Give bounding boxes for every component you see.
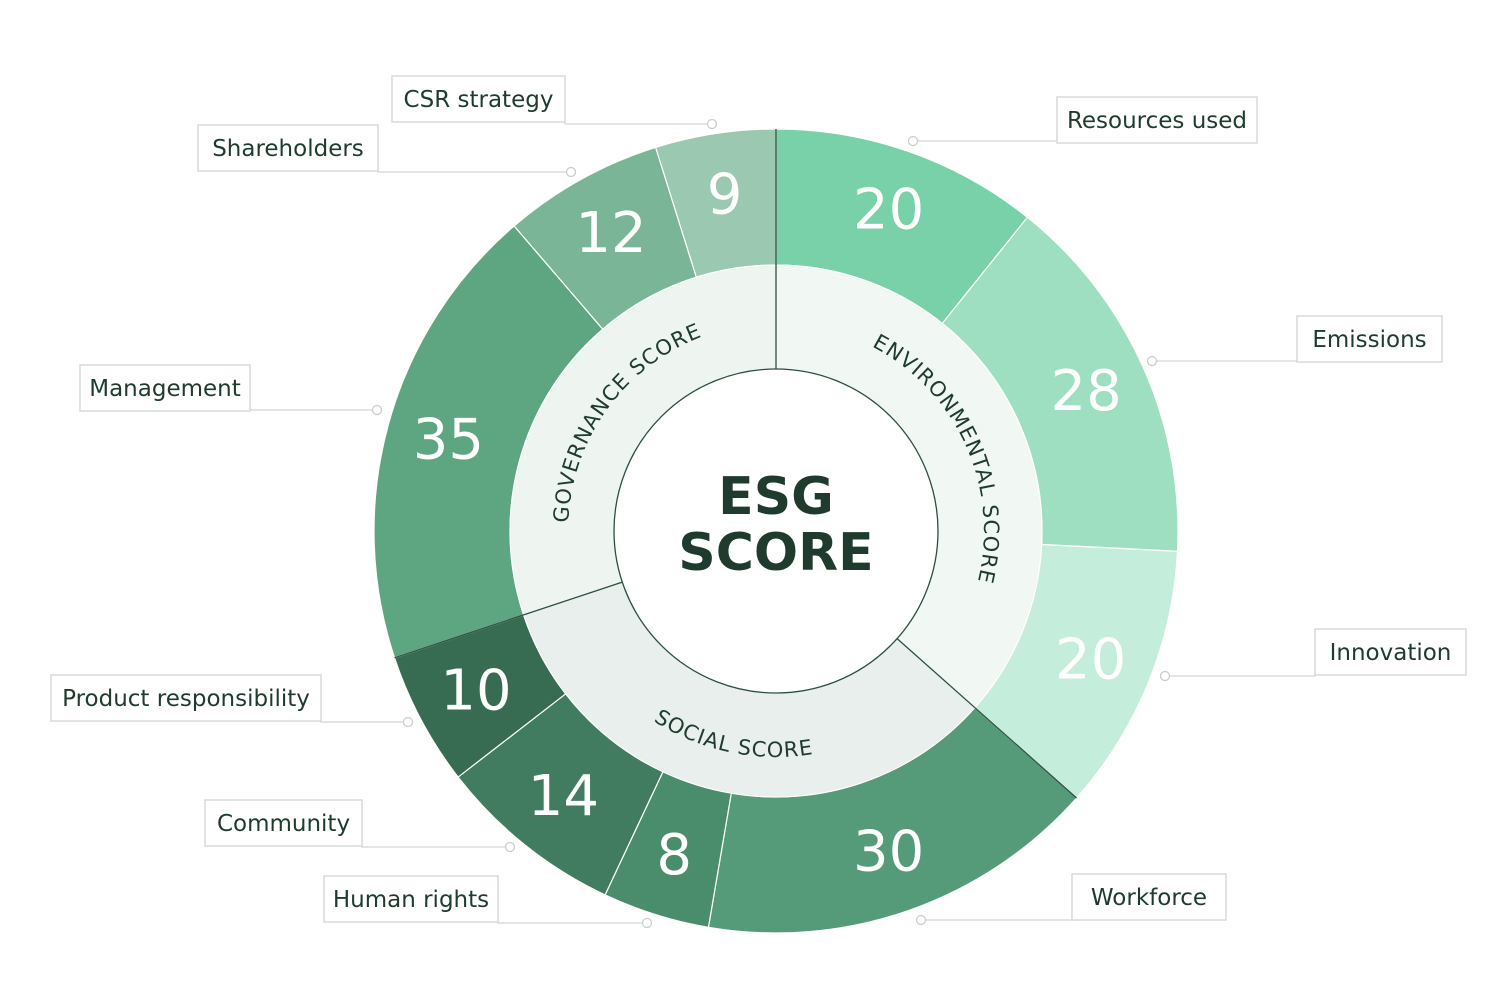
callout-emissions: Emissions [1146, 315, 1443, 367]
callout-box [204, 799, 363, 847]
leader-line [913, 97, 1058, 142]
callout-label-innovation: Innovation [1330, 640, 1452, 666]
callout-human-rights: Human rights [323, 875, 653, 929]
value-management: 35 [413, 408, 484, 473]
leader-dot [1146, 355, 1158, 367]
callout-box [1071, 873, 1227, 921]
callout-innovation: Innovation [1159, 628, 1467, 682]
callout-product-responsibility: Product responsibility [50, 674, 414, 728]
callout-label-human-rights: Human rights [333, 887, 489, 913]
callout-box [1314, 628, 1467, 676]
callout-shareholders: Shareholders [197, 124, 577, 178]
segment-values: 20 28 20 30 8 14 10 35 12 9 [413, 162, 1127, 887]
callout-label-management: Management [89, 376, 241, 402]
leader-line [564, 76, 712, 125]
value-community: 14 [528, 764, 599, 829]
callout-label-emissions: Emissions [1312, 327, 1426, 353]
leader-line [377, 125, 571, 173]
callout-label-resources-used: Resources used [1067, 108, 1247, 134]
callout-box [197, 124, 379, 172]
callout-box [1056, 96, 1258, 144]
callout-box [323, 875, 499, 923]
leader-line [1152, 316, 1298, 362]
leader-line [1165, 629, 1316, 677]
callout-box [50, 674, 322, 722]
value-innovation: 20 [1055, 627, 1126, 692]
callout-resources-used: Resources used [907, 96, 1258, 147]
leader-dot [1159, 670, 1171, 682]
callout-community: Community [204, 799, 516, 853]
group-dividers [394, 129, 1077, 799]
group-divider [394, 581, 623, 659]
callout-box [79, 364, 251, 412]
callout-csr-strategy: CSR strategy [391, 75, 718, 130]
leader-line [320, 675, 408, 723]
callout-label-workforce: Workforce [1091, 885, 1207, 911]
callout-label-csr-strategy: CSR strategy [404, 87, 554, 113]
callout-box [391, 75, 566, 123]
leader-dot [641, 917, 653, 929]
callout-workforce: Workforce [915, 873, 1227, 926]
leader-dot [504, 841, 516, 853]
group-divider [896, 638, 1077, 799]
value-workforce: 30 [853, 819, 924, 884]
value-human-rights: 8 [656, 823, 692, 888]
value-emissions: 28 [1051, 359, 1122, 424]
leader-dot [907, 135, 919, 147]
value-resources-used: 20 [853, 178, 924, 243]
outer-ring [373, 128, 1179, 934]
value-product-responsibility: 10 [440, 658, 511, 723]
callout-label-product-responsibility: Product responsibility [62, 686, 310, 712]
center-title-line2: SCORE [678, 523, 873, 583]
callout-label-community: Community [217, 811, 350, 837]
value-shareholders: 12 [575, 201, 646, 266]
leader-dot [915, 914, 927, 926]
center-title-line1: ESG [718, 467, 834, 527]
center-disc [613, 368, 939, 694]
leader-dot [402, 716, 414, 728]
callout-label-shareholders: Shareholders [212, 136, 364, 162]
callout-management: Management [79, 364, 383, 416]
value-csr-strategy: 9 [707, 162, 743, 227]
leader-dot [706, 118, 718, 130]
callout-box [1296, 315, 1443, 363]
leader-line [249, 365, 377, 411]
leader-dot [565, 166, 577, 178]
callouts: Resources usedEmissionsInnovationWorkfor… [50, 75, 1467, 929]
leader-dot [371, 404, 383, 416]
